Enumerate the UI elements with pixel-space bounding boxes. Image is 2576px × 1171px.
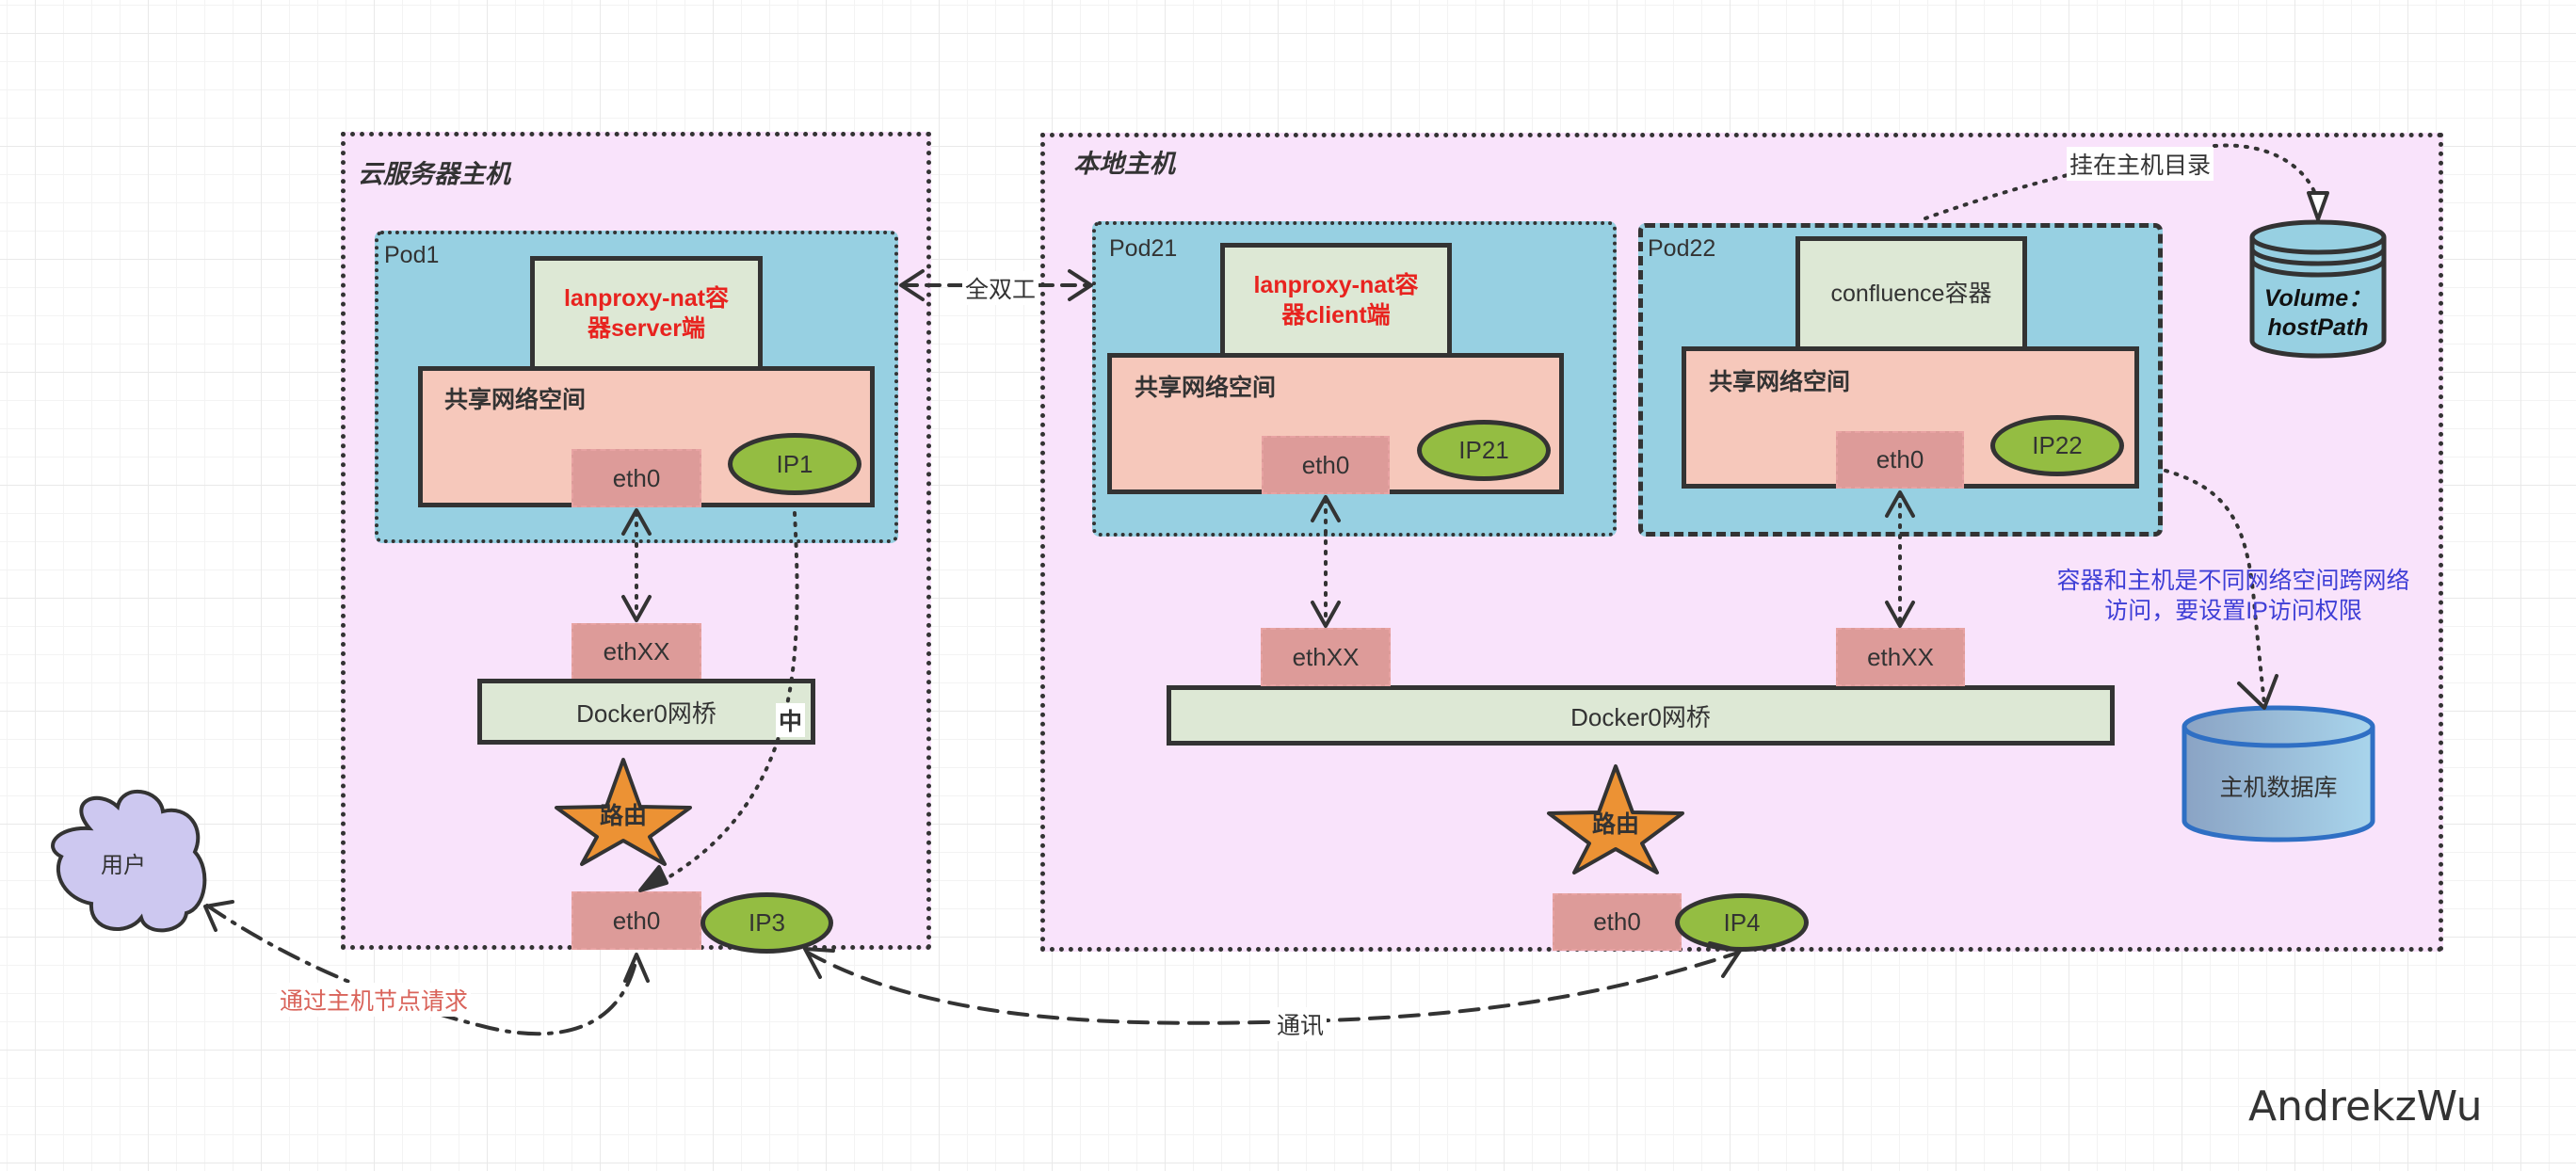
cloud-router-label: 路由	[600, 803, 647, 829]
pod1-shared-network-label: 共享网络空间	[444, 387, 587, 413]
arrow-head	[1885, 601, 1915, 628]
arrow-head	[621, 595, 652, 622]
pod1-eth0: eth0	[572, 449, 701, 507]
mount-label: 挂在主机目录	[2067, 147, 2214, 181]
lanproxy-server-container: lanproxy-nat容 器server端	[530, 256, 763, 371]
local-host-ip4: IP4	[1675, 893, 1809, 952]
container-line-2: 器client端	[1281, 302, 1391, 329]
full-duplex-label: 全双工	[962, 271, 1039, 305]
edge-ip1-to-host-eth0	[662, 511, 799, 882]
note-line-2: 访问，要设置IP访问权限	[2104, 598, 2362, 624]
user-label: 用户	[101, 853, 146, 878]
cloud-host-ip3: IP3	[700, 892, 833, 954]
arrow-head	[2307, 191, 2329, 221]
arrow-head	[1068, 269, 1093, 301]
arrow-head	[2237, 674, 2278, 710]
container-line-2: 器server端	[587, 315, 706, 342]
local-host-title: 本地主机	[1073, 150, 1175, 178]
cloud-ethxx: ethXX	[572, 623, 701, 681]
pod22-eth0: eth0	[1836, 431, 1964, 489]
pod22-ethxx: ethXX	[1836, 628, 1965, 686]
midpoint-label: 中	[776, 703, 806, 737]
local-docker0-bridge: Docker0网桥	[1167, 685, 2115, 746]
note-line-1: 容器和主机是不同网络空间跨网络	[2056, 568, 2410, 594]
edge-pod22-to-database	[2164, 469, 2266, 706]
cloud-host-eth0: eth0	[572, 891, 701, 950]
arrow-head	[1885, 490, 1915, 518]
arrow-head	[623, 953, 650, 983]
pod1-label: Pod1	[384, 242, 440, 268]
cross-network-note: 容器和主机是不同网络空间跨网络 访问，要设置IP访问权限	[2050, 566, 2417, 626]
pod22-label: Pod22	[1648, 235, 1716, 262]
pod22-shared-network-label: 共享网络空间	[1709, 369, 1851, 395]
volume-hostpath-icon: Volume： hostPath	[2249, 219, 2387, 359]
local-router-label: 路由	[1592, 811, 1639, 838]
arrow-head	[803, 947, 835, 979]
volume-line-1: Volume：	[2264, 285, 2372, 312]
volume-line-2: hostPath	[2268, 314, 2369, 341]
arrow-head	[638, 865, 668, 892]
pod21-eth0: eth0	[1262, 436, 1390, 494]
arrow-head	[1311, 601, 1341, 628]
local-host-eth0: eth0	[1553, 893, 1682, 951]
user-request-label: 通过主机节点请求	[277, 983, 472, 1017]
edge-communication	[806, 951, 1740, 1025]
pod1-ip1: IP1	[728, 433, 861, 495]
database-label: 主机数据库	[2219, 775, 2337, 801]
container-line-1: lanproxy-nat容	[563, 285, 730, 312]
user-cloud: 用户	[51, 790, 207, 933]
arrow-head	[1708, 941, 1742, 978]
pod22-ip22: IP22	[1990, 415, 2124, 476]
pod21-ip21: IP21	[1417, 420, 1551, 481]
arrow-head	[899, 269, 925, 301]
host-database-icon: 主机数据库	[2182, 705, 2375, 842]
container-line-1: lanproxy-nat容	[1253, 272, 1419, 298]
pod21-ethxx: ethXX	[1261, 628, 1391, 686]
arrow-head	[1311, 495, 1341, 522]
author-watermark: AndrekzWu	[2248, 1083, 2483, 1131]
arrow-head	[621, 508, 652, 536]
pod21-label: Pod21	[1109, 235, 1178, 262]
communication-label: 通讯	[1274, 1007, 1328, 1041]
pod21-shared-network-label: 共享网络空间	[1135, 375, 1277, 401]
arrow-head	[203, 900, 234, 932]
cloud-docker0-bridge: Docker0网桥	[477, 679, 815, 745]
edge-user-request	[205, 904, 638, 1036]
cloud-host-title: 云服务器主机	[358, 160, 510, 188]
local-router-star: 路由	[1547, 764, 1684, 874]
cloud-router-star: 路由	[555, 758, 692, 866]
